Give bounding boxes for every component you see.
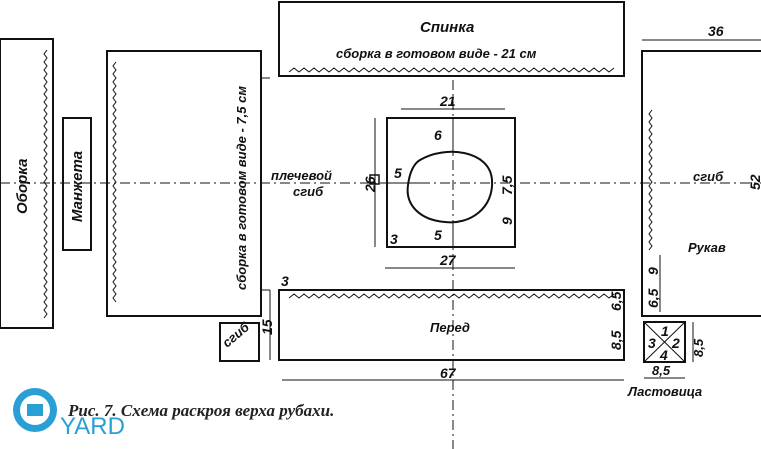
dim-yoke-bottom-inner: 5 [434,227,442,243]
piece-oborka [0,38,54,329]
shoulder-label-1: плечевой [271,168,332,183]
piece-rukav [641,39,761,317]
dim-yoke-right-low: 9 [499,217,515,225]
shoulder-label-2: сгиб [293,184,324,199]
dim-yoke-top: 6 [434,127,442,143]
figure-caption: Рис. 7. Схема раскроя верха рубахи. [67,401,334,420]
oborka-label: Оборка [14,159,31,214]
gusset-part-1: 1 [661,323,669,339]
gusset-part-4: 4 [659,347,668,363]
piece-spinka [278,1,625,77]
dim-yoke-height: 26 [362,176,378,193]
neck-opening [406,150,494,224]
piece-yoke [369,108,516,269]
dim-yoke-right: 7,5 [499,175,515,195]
dim-yoke-width: 21 [439,93,456,109]
piece-gusset [643,321,694,379]
dim-sleeve-65: 6,5 [645,288,661,308]
piece-left-panel [106,50,270,317]
gusset-label: Ластовица [627,384,702,399]
piece-manzheta [62,117,92,251]
rukav-label: Рукав [688,240,726,255]
gusset-part-3: 3 [648,335,656,351]
spinka-label: Спинка [420,19,474,36]
dim-yoke-left: 5 [394,165,402,181]
dim-sleeve-height: 52 [747,174,761,190]
rukav-fold-label: сгиб [693,169,724,184]
left-panel-note: сборка в готовом виде - 7,5 см [234,86,249,290]
dim-sleeve-9: 9 [645,267,661,275]
dim-pered-width: 67 [440,365,457,381]
dim-gusset-side: 8,5 [691,338,706,357]
pered-label: Перед [430,320,470,335]
dim-pered-85: 8,5 [608,330,624,350]
dim-pered-65: 6,5 [608,291,624,311]
dim-pered-3: 3 [281,273,289,289]
piece-pered [269,289,625,381]
dim-yoke-corner: 3 [390,231,398,247]
dim-yoke-bottom: 27 [439,252,457,268]
piece-small-square [219,322,260,362]
logo-text: YARD [60,413,125,440]
manzheta-label: Манжета [69,151,86,222]
dim-square-15: 15 [259,319,275,335]
gusset-part-2: 2 [671,335,680,351]
site-logo [13,388,57,432]
dim-gusset-bottom: 8,5 [652,363,671,378]
dim-spinka-width: 36 [708,23,724,39]
spinka-note: сборка в готовом виде - 21 см [336,46,537,61]
